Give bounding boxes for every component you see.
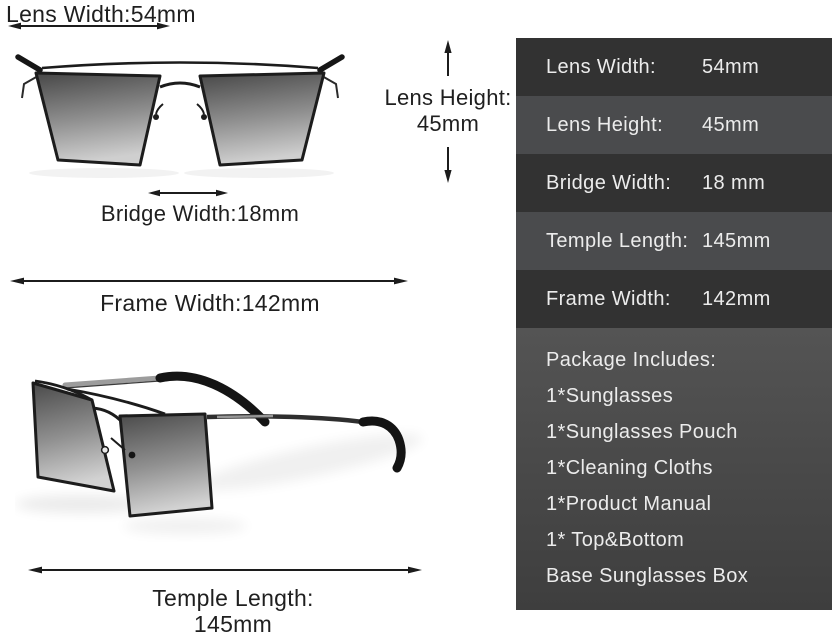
sunglasses-front-image <box>15 54 345 178</box>
package-item: Base Sunglasses Box <box>546 565 749 587</box>
package-item: 1* Top&Bottom <box>546 529 685 551</box>
spec-row-lens-height: Lens Height: 45mm <box>516 96 832 154</box>
spec-value: 18 mm <box>702 172 766 194</box>
temple-length-label-line1: Temple Length: <box>152 585 314 611</box>
spec-value: 54mm <box>702 56 760 78</box>
temple-length-label-line2: 145mm <box>193 611 273 637</box>
package-item: 1*Sunglasses <box>546 385 674 407</box>
frame-width-arrow <box>10 277 408 285</box>
spec-label: Temple Length: <box>546 230 689 252</box>
spec-value: 145mm <box>702 230 771 252</box>
spec-label: Frame Width: <box>546 288 671 310</box>
package-item: 1*Product Manual <box>546 493 712 515</box>
spec-label: Lens Height: <box>546 114 664 136</box>
lens-height-label-line1: Lens Height: <box>384 85 512 110</box>
spec-panel: Lens Width: 54mm Lens Height: 45mm Bridg… <box>516 38 832 610</box>
spec-row-temple-length: Temple Length: 145mm <box>516 212 832 270</box>
temple-length-annotation: Temple Length: 145mm <box>83 585 383 637</box>
frame-width-label: Frame Width:142mm <box>100 290 320 316</box>
package-item: 1*Cleaning Cloths <box>546 457 713 479</box>
spec-row-frame-width: Frame Width: 142mm <box>516 270 832 328</box>
sunglasses-angled-image <box>15 371 423 534</box>
bridge-width-label: Bridge Width:18mm <box>100 201 300 226</box>
arrow-up-icon <box>444 40 452 76</box>
arrow-down-icon <box>444 147 452 183</box>
package-includes-section: Package Includes: 1*Sunglasses 1*Sunglas… <box>516 328 832 610</box>
bridge-width-arrow <box>148 189 228 197</box>
lens-width-arrow <box>8 22 170 30</box>
package-item: 1*Sunglasses Pouch <box>546 421 738 443</box>
lens-width-label: Lens Width:54mm <box>6 1 196 27</box>
lens-height-annotation: Lens Height: 45mm <box>384 40 512 183</box>
lens-height-label-line2: 45mm <box>416 111 480 136</box>
spec-row-lens-width: Lens Width: 54mm <box>516 38 832 96</box>
spec-value: 142mm <box>702 288 771 310</box>
spec-row-bridge-width: Bridge Width: 18 mm <box>516 154 832 212</box>
spec-label: Bridge Width: <box>546 172 672 194</box>
temple-length-arrow <box>28 566 422 574</box>
spec-value: 45mm <box>702 114 760 136</box>
spec-label: Lens Width: <box>546 56 657 78</box>
package-includes-title: Package Includes: <box>546 349 717 371</box>
